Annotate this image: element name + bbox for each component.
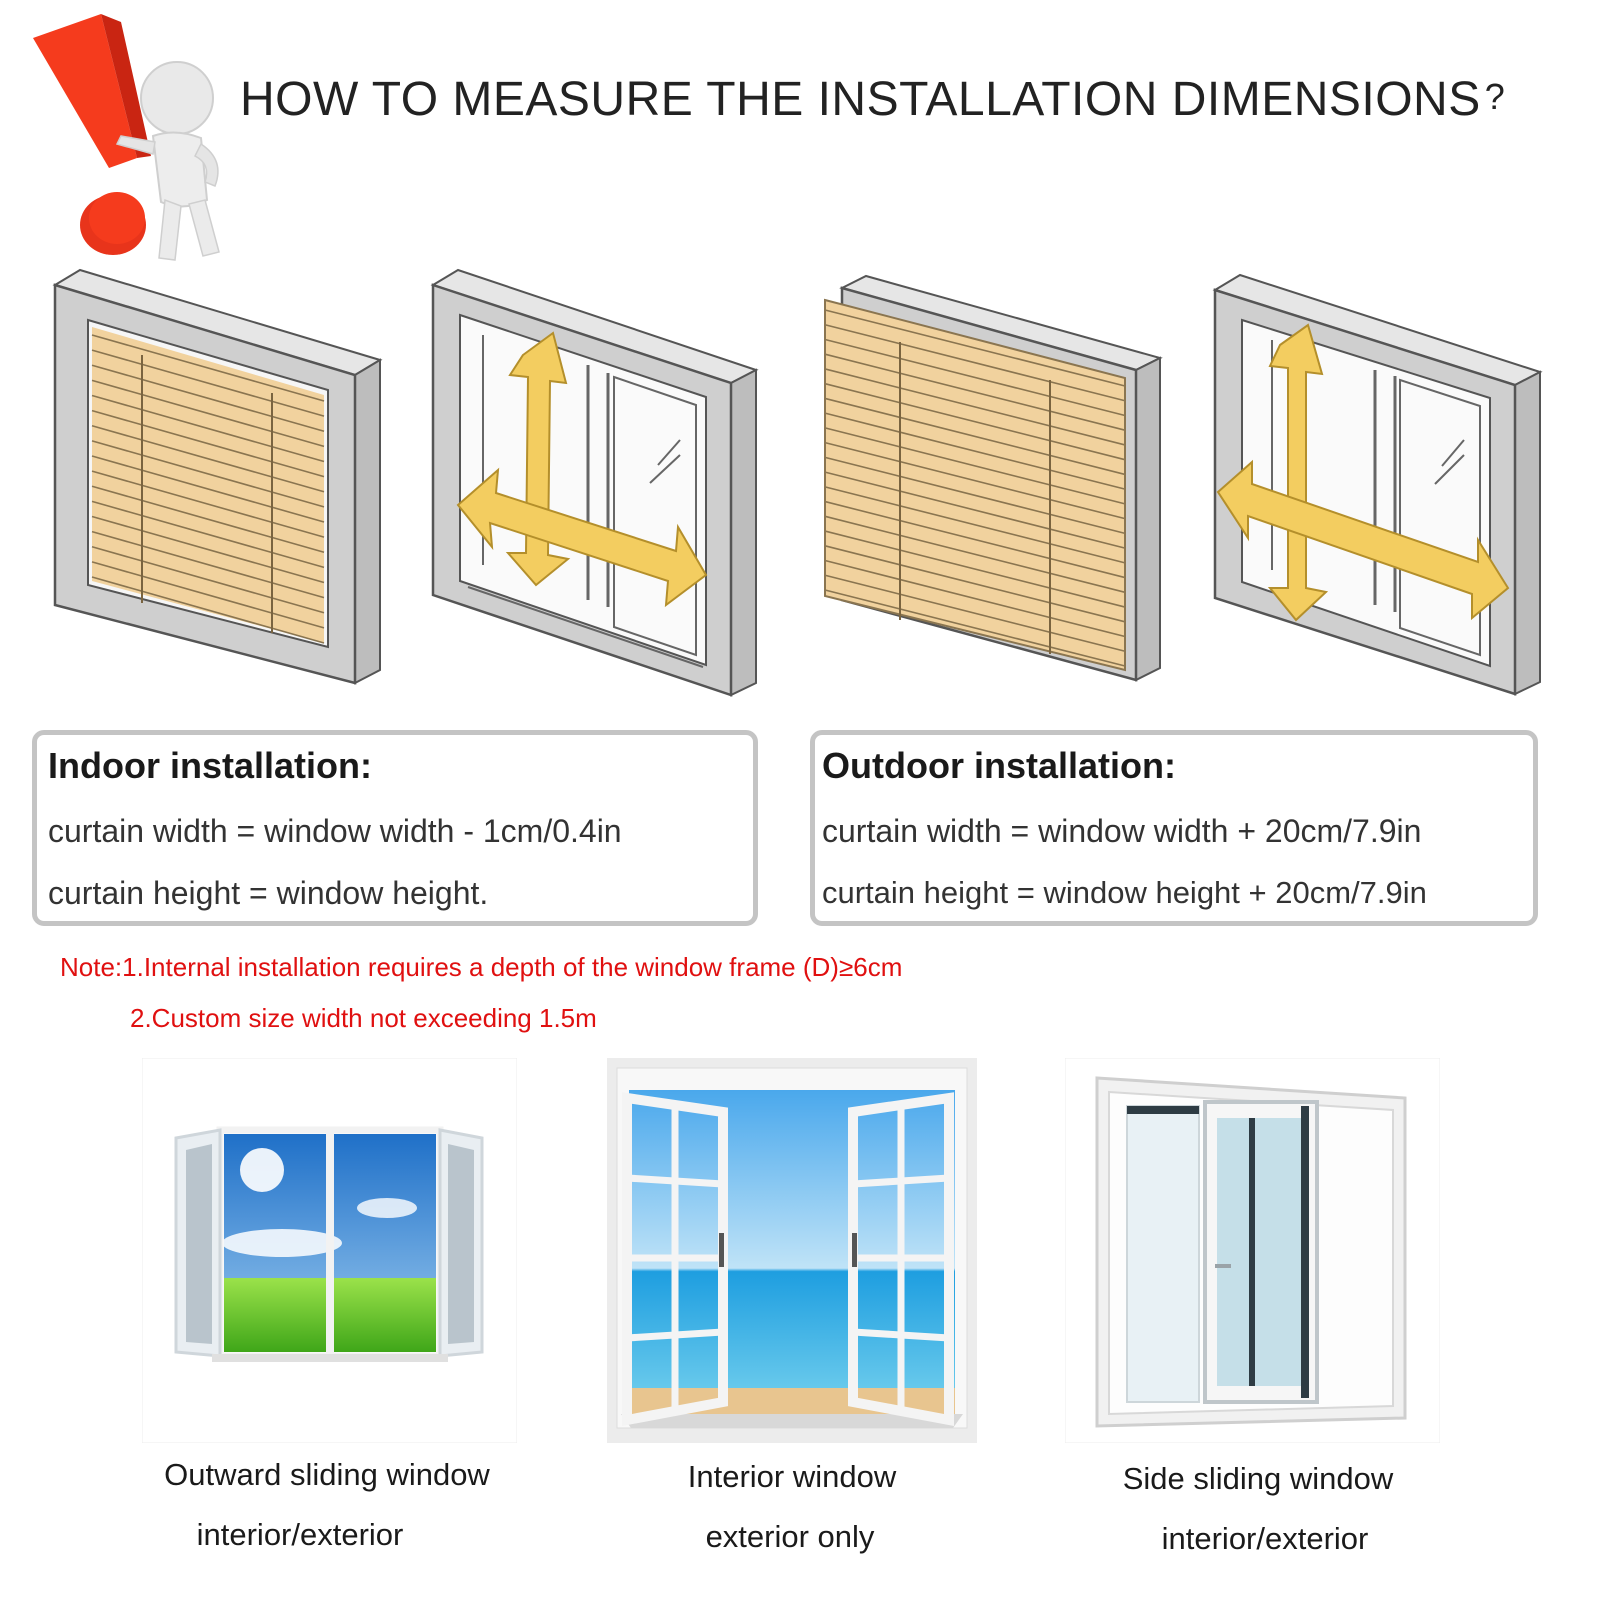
blind-slat <box>91 364 325 433</box>
blind-slat <box>824 545 1126 623</box>
blind-slat <box>91 349 325 417</box>
indoor-heading: Indoor installation: <box>48 745 372 786</box>
blind-slat <box>824 441 1126 520</box>
outdoor-heading: Outdoor installation: <box>822 745 1176 786</box>
blind-slat <box>824 471 1126 549</box>
blind-slat <box>91 424 325 493</box>
exclamation-figure-icon <box>33 14 220 261</box>
window-with-blinds-inside-icon <box>52 268 383 685</box>
blind-slat <box>824 368 1126 446</box>
outdoor-width-rule: curtain width = window width + 20cm/7.9i… <box>822 813 1422 849</box>
indoor-height-rule: curtain height = window height. <box>48 875 489 911</box>
blind-slat <box>824 559 1126 638</box>
blind-slat <box>824 338 1126 417</box>
window-type-3-mode: interior/exterior <box>1161 1521 1369 1556</box>
window-type-3-name: Side sliding window <box>1122 1461 1394 1496</box>
blind-slat <box>824 323 1126 402</box>
title-question-mark: ? <box>1484 76 1506 117</box>
blind-slat <box>824 382 1126 461</box>
blind-slat <box>91 530 325 599</box>
blind-slat <box>91 394 325 463</box>
blind-slat <box>91 409 325 478</box>
blind-slat <box>824 486 1126 564</box>
outward-window-photo <box>142 1058 517 1443</box>
blind-slat <box>824 353 1126 431</box>
outdoor-height-rule: curtain height = window height + 20cm/7.… <box>822 875 1427 910</box>
window-type-1-name: Outward sliding window <box>164 1457 490 1492</box>
blind-slat <box>824 530 1126 608</box>
blind-slat <box>824 589 1126 667</box>
window-type-2-name: Interior window <box>687 1459 897 1494</box>
outdoor-installation-box <box>810 730 1538 926</box>
indoor-width-rule: curtain width = window width - 1cm/0.4in <box>48 813 622 849</box>
interior-window-photo <box>607 1058 977 1443</box>
indoor-installation-box <box>32 730 758 926</box>
window-type-1-mode: interior/exterior <box>196 1517 404 1552</box>
blind-slat <box>91 440 325 508</box>
note-line-1: Note:1.Internal installation requires a … <box>60 952 903 982</box>
blind-slat <box>91 379 325 448</box>
blind-slat <box>91 455 325 523</box>
blind-slat <box>91 334 325 402</box>
window-measure-outside-icon <box>1212 273 1543 696</box>
blind-slat <box>824 515 1126 594</box>
blind-slat <box>91 470 325 538</box>
blind-slat <box>824 309 1126 387</box>
window-type-2-mode: exterior only <box>705 1519 875 1554</box>
blind-slat <box>91 500 325 569</box>
blind-slat <box>91 515 325 584</box>
blind-slat <box>824 574 1126 653</box>
blind-slat <box>91 485 325 554</box>
blind-slat <box>824 427 1126 505</box>
window-measure-inside-icon <box>430 268 759 697</box>
blind-slat <box>824 397 1126 476</box>
page-title: HOW TO MEASURE THE INSTALLATION DIMENSIO… <box>240 73 1506 126</box>
blind-slat <box>91 545 325 614</box>
blind-slat <box>824 500 1126 579</box>
blind-slat <box>91 561 325 629</box>
blind-slat <box>91 576 325 644</box>
blind-slat <box>824 412 1126 490</box>
window-with-blinds-outside-icon <box>824 274 1163 682</box>
note-line-2: 2.Custom size width not exceeding 1.5m <box>130 1003 597 1033</box>
blind-slat <box>824 456 1126 535</box>
side-sliding-window-photo <box>1065 1058 1440 1443</box>
